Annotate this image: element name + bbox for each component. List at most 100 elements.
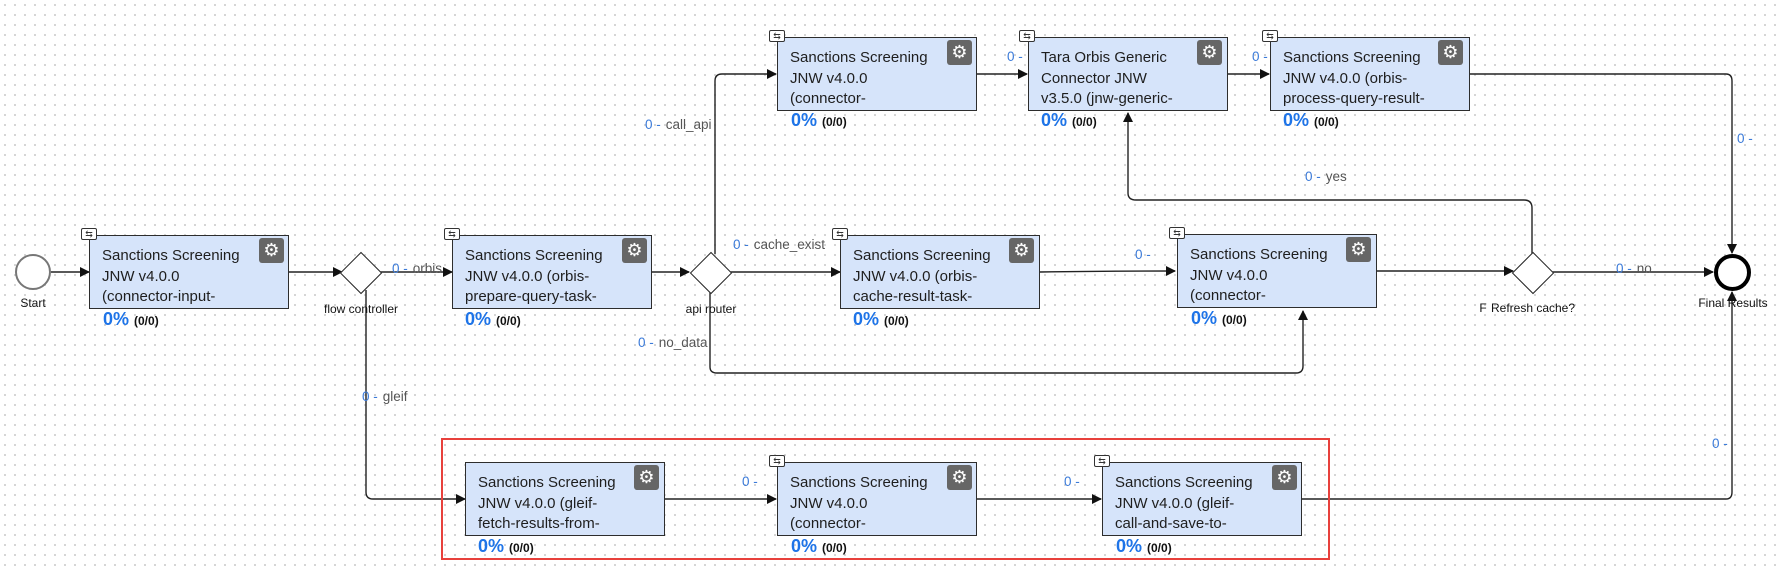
gear-icon[interactable]: ⚙ [1438, 40, 1463, 65]
task-gleif-fetch-results[interactable]: Sanctions Screening JNW v4.0.0 (gleif-fe… [465, 462, 665, 536]
gear-icon[interactable]: ⚙ [1197, 40, 1222, 65]
progress-percent: 0% [1116, 536, 1143, 556]
task-connector-input[interactable]: Sanctions Screening JNW v4.0.0 (connecto… [89, 235, 289, 309]
edge-count: 0 [1007, 49, 1023, 64]
subprocess-marker-icon: ⇆ [1019, 30, 1035, 42]
edge-call-api[interactable] [714, 69, 777, 254]
subprocess-marker-icon: ⇆ [769, 455, 785, 467]
start-event[interactable] [15, 254, 51, 290]
end-event[interactable] [1714, 254, 1751, 291]
edge-label-orbis[interactable]: 0 orbis [392, 261, 442, 276]
progress-count: (0/0) [1222, 313, 1247, 327]
edge-count: 0 [1737, 131, 1753, 146]
edge-label-response-to-tara[interactable]: 0 [1007, 49, 1026, 64]
edge-count: 0 [742, 474, 758, 489]
task-title: Sanctions Screening JNW v4.0.0 (connecto… [790, 474, 928, 532]
task-orbis-process-query-result[interactable]: Sanctions Screening JNW v4.0.0 (orbis-pr… [1270, 37, 1470, 111]
gear-icon[interactable]: ⚙ [259, 238, 284, 263]
edge-text: yes [1325, 169, 1347, 184]
edge-count: 0 [1712, 436, 1728, 451]
edge-cache-to-response[interactable] [1039, 266, 1176, 277]
gear-icon[interactable]: ⚙ [622, 238, 647, 263]
edge-label-cache-exist[interactable]: 0 cache_exist [733, 237, 825, 252]
task-progress: 0% (0/0) [791, 110, 847, 131]
task-tara-orbis-connector[interactable]: Tara Orbis Generic Connector JNW v3.5.0 … [1028, 37, 1228, 111]
edge-text: cache_exist [753, 237, 826, 252]
edge-label-cache-to-response[interactable]: 0 [1135, 247, 1154, 262]
edge-label-no-data[interactable]: 0 no_data [638, 335, 708, 350]
progress-count: (0/0) [509, 541, 534, 555]
progress-percent: 0% [1041, 110, 1068, 130]
progress-count: (0/0) [884, 314, 909, 328]
edge-count: 0 [1135, 247, 1151, 262]
edge-text: orbis [412, 261, 443, 276]
gear-icon[interactable]: ⚙ [947, 465, 972, 490]
start-label: Start [20, 296, 46, 310]
edge-label-response-to-call[interactable]: 0 [1064, 474, 1083, 489]
task-gleif-call-and-save[interactable]: Sanctions Screening JNW v4.0.0 (gleif-ca… [1102, 462, 1302, 536]
task-progress: 0% (0/0) [103, 309, 159, 330]
progress-count: (0/0) [822, 541, 847, 555]
progress-percent: 0% [1283, 110, 1310, 130]
edge-count: 0 [1252, 49, 1268, 64]
gear-icon[interactable]: ⚙ [1346, 237, 1371, 262]
task-progress: 0%(0/0) [791, 536, 847, 557]
gear-icon[interactable]: ⚙ [947, 40, 972, 65]
edge-label-gleif[interactable]: 0 gleif [362, 389, 408, 404]
task-title: Sanctions Screening JNW v4.0.0 (gleif-ca… [1115, 474, 1253, 532]
edge-label-call-to-final[interactable]: 0 [1712, 436, 1731, 451]
progress-count: (0/0) [134, 314, 159, 328]
final-results-label: Final Results [1698, 296, 1768, 310]
edge-no-data[interactable] [709, 286, 1308, 374]
edge-label-no[interactable]: 0no [1616, 261, 1652, 276]
progress-count: (0/0) [822, 115, 847, 129]
edge-text: call_api [665, 117, 712, 132]
subprocess-marker-icon: ⇆ [444, 228, 460, 240]
task-connector-response-mid[interactable]: Sanctions Screening JNW v4.0.0 (connecto… [1177, 234, 1377, 308]
task-progress: 0%(0/0) [853, 309, 909, 330]
subprocess-marker-icon: ⇆ [81, 228, 97, 240]
edge-process-to-final[interactable] [1469, 73, 1737, 254]
edge-text: no_data [658, 335, 708, 350]
edge-label-yes[interactable]: 0 yes [1305, 169, 1347, 184]
edge-call-to-final[interactable] [1301, 291, 1737, 500]
task-orbis-prepare-query[interactable]: Sanctions Screening JNW v4.0.0 (orbis-pr… [452, 235, 652, 309]
task-connector-response-top[interactable]: Sanctions Screening JNW v4.0.0 (connecto… [777, 37, 977, 111]
task-progress: 0% (0/0) [478, 536, 534, 557]
edge-count: 0 [1305, 169, 1321, 184]
progress-count: (0/0) [1072, 115, 1097, 129]
gear-icon[interactable]: ⚙ [634, 465, 659, 490]
edge-count: 0 [638, 335, 654, 350]
task-title: Tara Orbis Generic Connector JNW v3.5.0 … [1041, 49, 1173, 107]
edge-yes[interactable] [1123, 112, 1533, 256]
task-progress: 0% (0/0) [1191, 308, 1247, 329]
gear-icon[interactable]: ⚙ [1272, 465, 1297, 490]
task-connector-response-bottom[interactable]: Sanctions Screening JNW v4.0.0 (connecto… [777, 462, 977, 536]
edge-count: 0 [1616, 261, 1632, 276]
edge-label-call-api[interactable]: 0 call_api [645, 117, 712, 132]
edge-text: gleif [382, 389, 408, 404]
edge-gleif[interactable] [365, 290, 466, 504]
subprocess-marker-icon: ⇆ [769, 30, 785, 42]
progress-percent: 0% [1191, 308, 1218, 328]
progress-count: (0/0) [1147, 541, 1172, 555]
edge-label-process-to-final[interactable]: 0 [1737, 131, 1756, 146]
progress-percent: 0% [103, 309, 130, 329]
edge-count: 0 [645, 117, 661, 132]
edge-count: 0 [733, 237, 749, 252]
progress-percent: 0% [478, 536, 505, 556]
subprocess-marker-icon: ⇆ [1262, 30, 1278, 42]
progress-percent: 0% [791, 110, 818, 130]
progress-count: (0/0) [1314, 115, 1339, 129]
edge-count: 0 [362, 389, 378, 404]
edge-label-fetch-to-response[interactable]: 0 [742, 474, 761, 489]
task-orbis-cache-result[interactable]: Sanctions Screening JNW v4.0.0 (orbis-ca… [840, 235, 1040, 309]
task-progress: 0% (0/0) [1116, 536, 1172, 557]
edge-count: 0 [392, 261, 408, 276]
task-title: Sanctions Screening JNW v4.0.0 (gleif-fe… [478, 474, 616, 532]
edge-count: 0 [1064, 474, 1080, 489]
flow-controller-label: flow controller [323, 302, 399, 316]
gear-icon[interactable]: ⚙ [1009, 238, 1034, 263]
edge-label-tara-to-process[interactable]: 0 [1252, 49, 1271, 64]
